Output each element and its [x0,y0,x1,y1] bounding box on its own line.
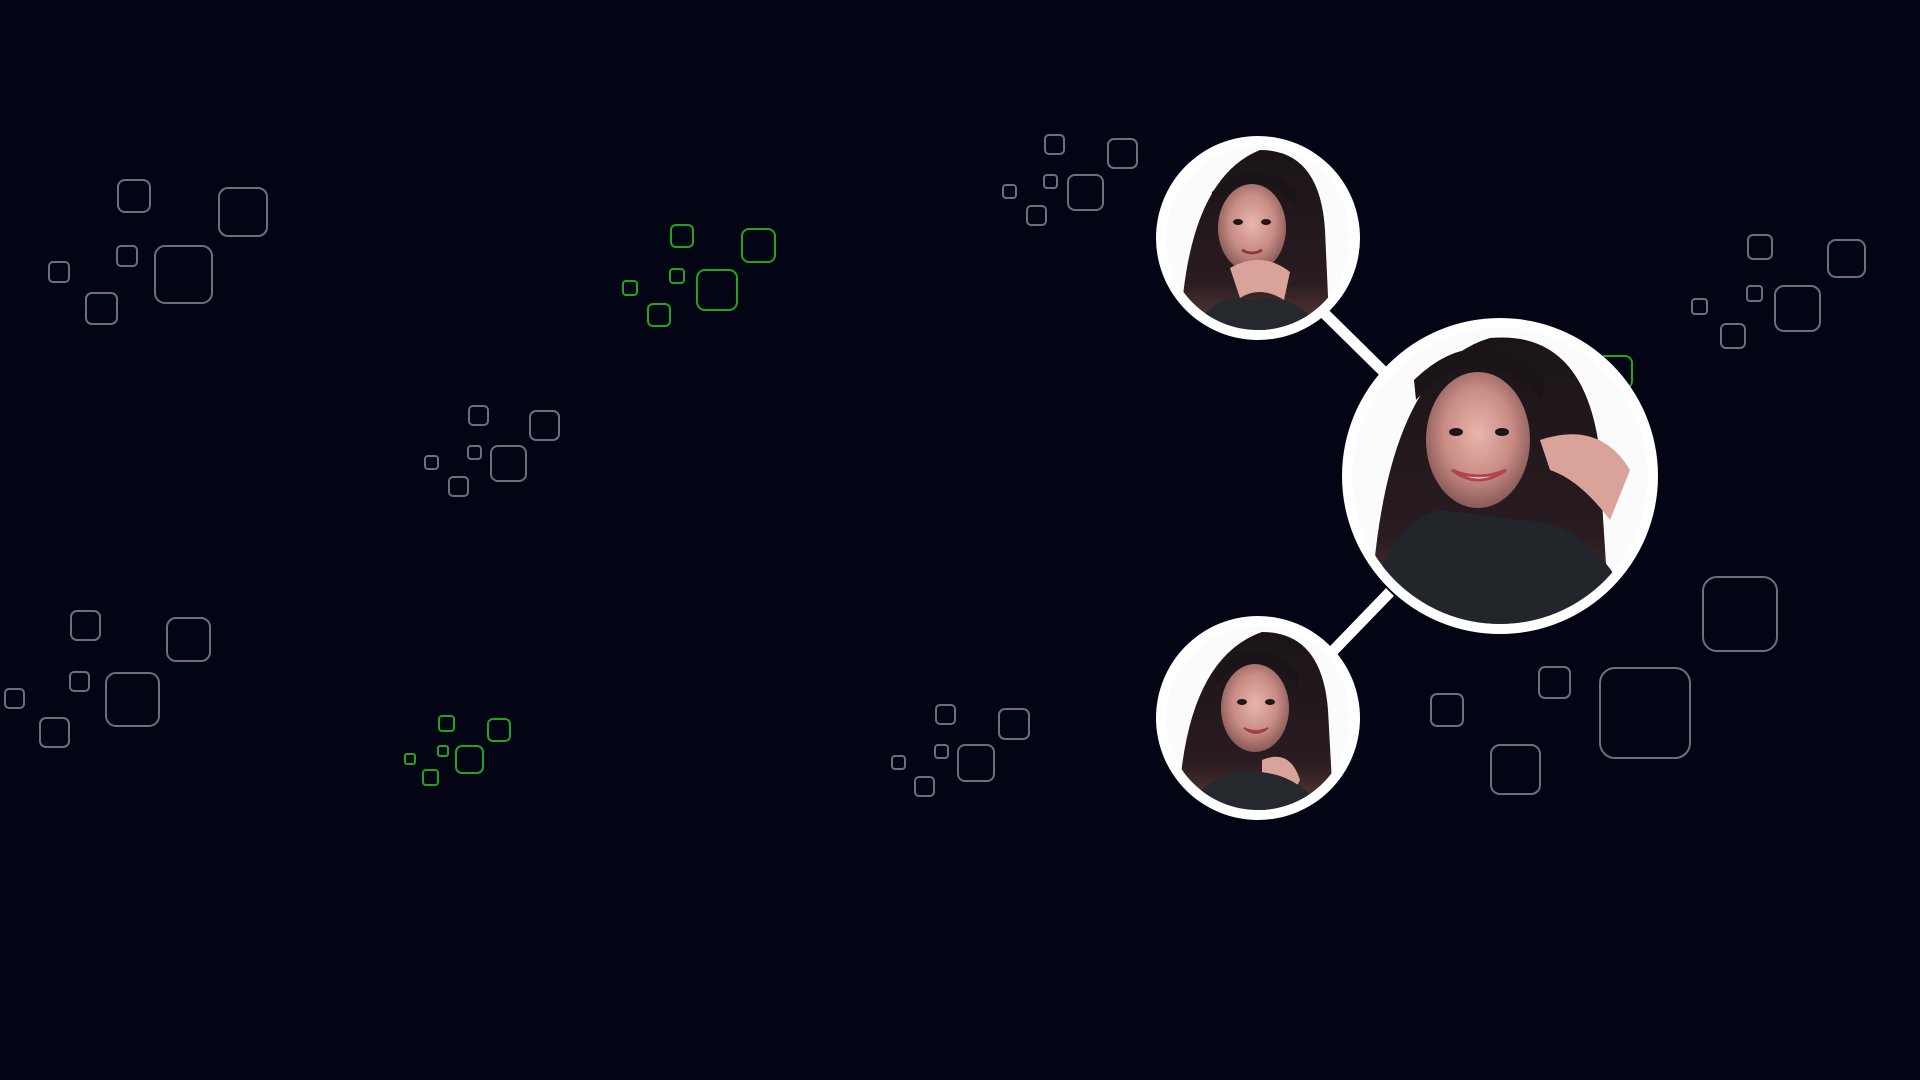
square-cluster-bottom-green [404,715,511,786]
square-cluster-bottom-right [1430,576,1778,795]
square-cluster-bottom-center [891,704,1030,797]
square-cluster-mid-left [424,405,560,497]
photo-node-top [1156,136,1360,340]
square-cluster-top-mid-right [1002,134,1138,226]
photo-node-center [1342,318,1658,634]
connector-top [1318,307,1394,382]
photo-node-bottom [1156,616,1360,820]
square-cluster-top-green [622,224,776,327]
square-cluster-top-right [1691,234,1866,349]
connector-bottom [1328,588,1394,656]
square-cluster-top-left [48,179,268,325]
square-cluster-bottom-left [4,610,211,748]
